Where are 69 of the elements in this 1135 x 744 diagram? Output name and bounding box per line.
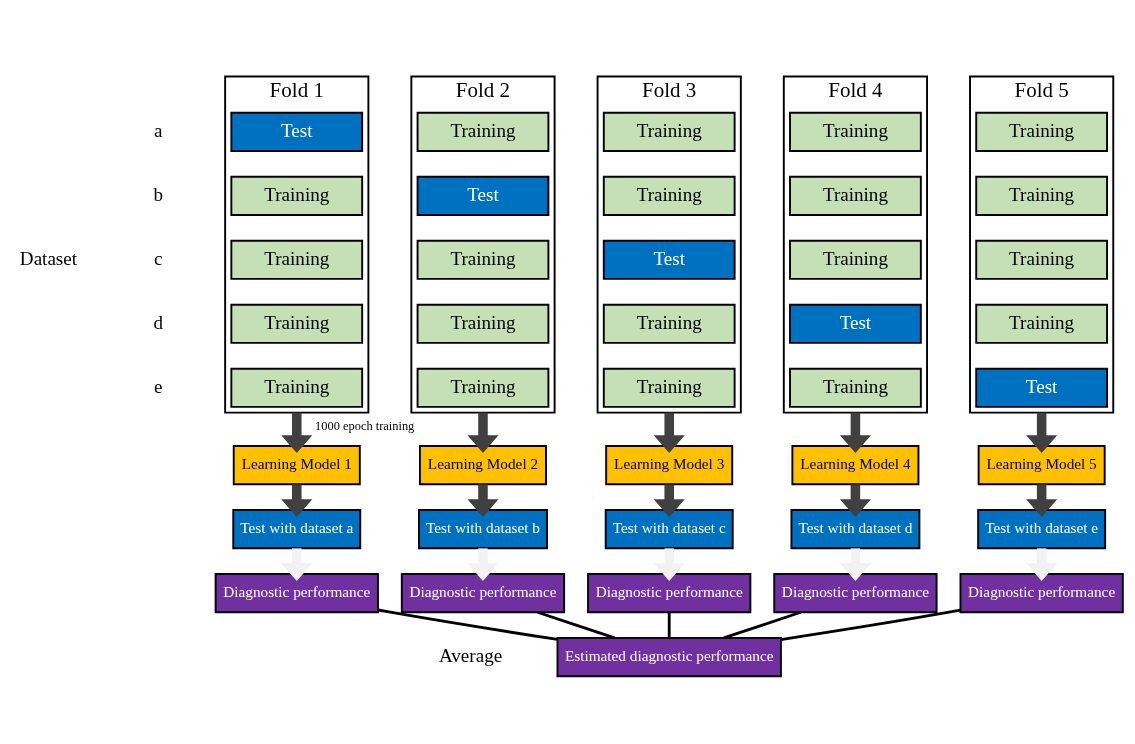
edge-label: 1000 epoch training: [315, 418, 415, 433]
arrow: [653, 483, 685, 517]
node-box: Training: [975, 111, 1108, 152]
node-box: Diagnostic performance: [773, 572, 938, 613]
arrow: [467, 412, 499, 453]
connector: [377, 608, 558, 641]
node-box: Learning Model 3: [605, 444, 734, 485]
node-box: Estimated diagnostic performance: [556, 636, 782, 677]
arrow: [1026, 483, 1058, 517]
arrow: [839, 547, 871, 581]
connector: [537, 610, 616, 639]
node-box: Learning Model 2: [419, 444, 547, 485]
node-box: Test with dataset d: [790, 508, 921, 549]
node-box: Learning Model 4: [791, 444, 920, 485]
label: a: [154, 119, 163, 141]
arrow: [653, 412, 685, 453]
node-box: Training: [602, 175, 736, 216]
node-box: Test with dataset a: [232, 508, 362, 549]
node-box: Diagnostic performance: [214, 572, 379, 613]
connector: [667, 611, 671, 638]
label: d: [153, 311, 164, 333]
node-box: Training: [602, 367, 736, 408]
arrow: [281, 412, 313, 453]
node-box: Training: [416, 111, 550, 152]
label: c: [154, 247, 163, 269]
node-box: Diagnostic performance: [400, 572, 566, 613]
node-box: Test with dataset c: [604, 508, 734, 549]
node-box: Test: [789, 303, 922, 344]
connector: [780, 608, 961, 641]
node-box: Training: [416, 239, 550, 280]
node-box: Training: [416, 303, 550, 344]
node-box: Training: [602, 303, 736, 344]
node-box: Training: [975, 239, 1108, 280]
arrow: [281, 547, 313, 581]
node-box: Test with dataset e: [977, 508, 1107, 549]
label: b: [153, 183, 164, 205]
node-box: Learning Model 1: [232, 444, 361, 485]
node-box: Training: [789, 175, 922, 216]
node-box: Training: [789, 367, 922, 408]
arrow: [653, 547, 685, 581]
node-box: Test: [602, 239, 736, 280]
node-box: Test: [230, 111, 364, 152]
node-box: Test with dataset b: [418, 508, 548, 549]
node-box: Training: [416, 367, 550, 408]
arrow: [1026, 412, 1058, 453]
node-box: Training: [975, 303, 1108, 344]
arrow: [281, 483, 313, 517]
node-box: Diagnostic performance: [959, 572, 1124, 613]
node-box: Training: [230, 239, 364, 280]
label: Dataset: [19, 247, 78, 269]
arrow: [467, 483, 499, 517]
node-box: Test: [416, 175, 550, 216]
arrow: [839, 412, 871, 453]
node-box: Training: [789, 111, 922, 152]
connector: [723, 610, 802, 639]
node-box: Test: [975, 367, 1108, 408]
node-box: Diagnostic performance: [587, 572, 752, 613]
arrow: [1026, 547, 1058, 581]
node-box: Training: [230, 303, 364, 344]
arrow: [839, 483, 871, 517]
label: e: [154, 375, 163, 397]
node-box: Training: [602, 111, 736, 152]
node-box: Training: [789, 239, 922, 280]
node-box: Training: [975, 175, 1108, 216]
arrow: [467, 547, 499, 581]
label: Average: [438, 644, 503, 666]
node-box: Learning Model 5: [977, 444, 1106, 485]
node-box: Training: [230, 367, 364, 408]
node-box: Training: [230, 175, 364, 216]
